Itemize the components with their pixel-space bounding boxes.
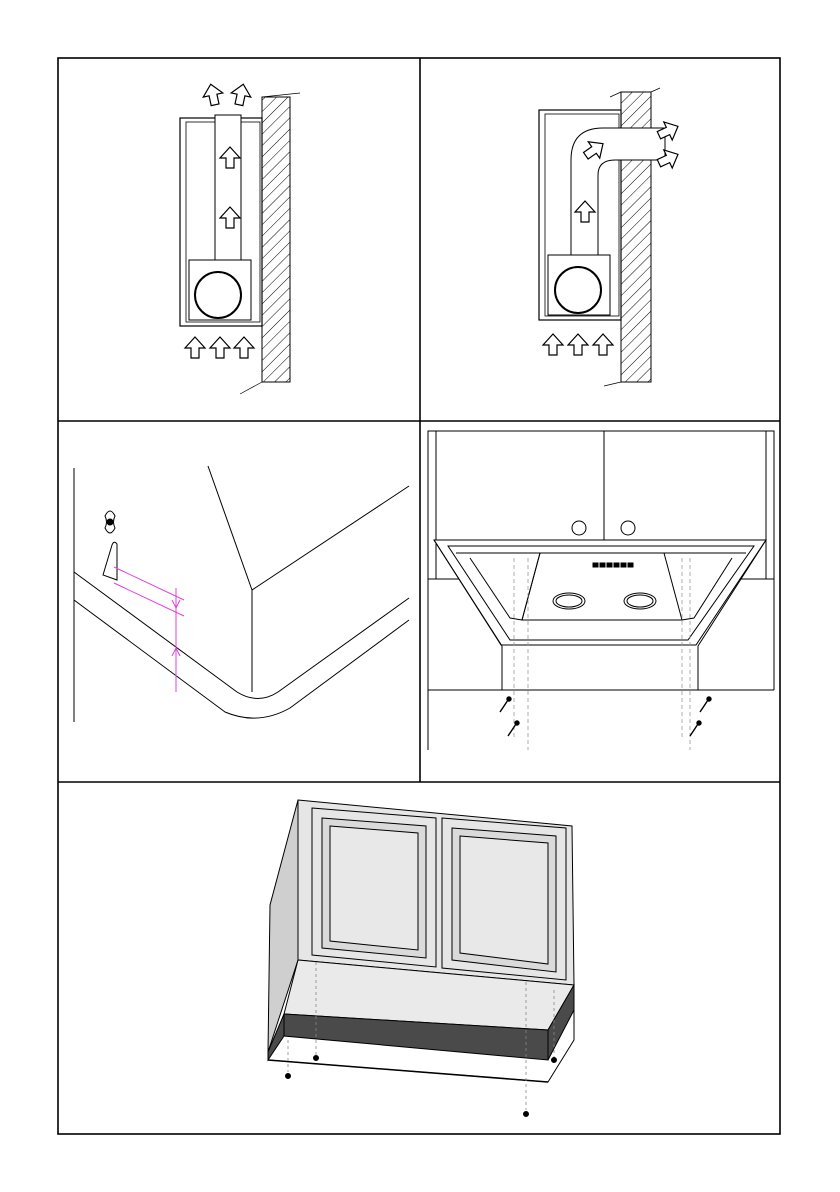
- horizontal-exhaust-diagram: [539, 88, 682, 386]
- duct: [215, 115, 241, 260]
- mounting-screws: [500, 697, 711, 736]
- door-knob: [621, 521, 635, 535]
- bracket-mounting-detail: [74, 466, 409, 722]
- hood-under-cabinet-front-view: [428, 431, 774, 750]
- fan-motor: [195, 272, 241, 318]
- keyhole-bracket: [105, 511, 115, 533]
- hood-box: [208, 466, 409, 590]
- cabinet-installation-3d-view: [268, 800, 574, 1117]
- fan-motor: [555, 267, 601, 313]
- door-knob: [572, 521, 586, 535]
- wall-hatch: [262, 97, 290, 382]
- hook-bracket: [103, 542, 117, 580]
- vertical-exhaust-diagram: [180, 82, 300, 394]
- hood-shell: [434, 540, 766, 645]
